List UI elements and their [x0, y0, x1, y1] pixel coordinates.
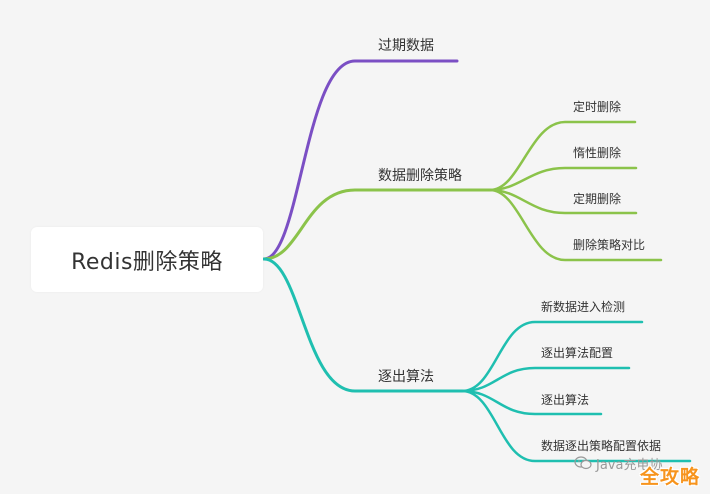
- leaf-label-timed-delete[interactable]: 定时删除: [573, 100, 622, 114]
- branch-label-delete-strategy[interactable]: 数据删除策略: [378, 168, 462, 184]
- leaf-line-eviction-algorithm: [460, 389, 603, 416]
- watermark: Java充电协: [574, 453, 662, 473]
- leaf-label-strategy-compare[interactable]: 删除策略对比: [573, 238, 646, 252]
- leaf-line-eviction-config: [460, 366, 631, 393]
- leaf-label-eviction-algorithm[interactable]: 逐出算法: [541, 393, 590, 407]
- leaf-label-periodic-delete[interactable]: 定期删除: [573, 192, 622, 206]
- root-node-label: Redis删除策略: [71, 249, 223, 275]
- leaf-line-lazy-delete: [488, 166, 638, 192]
- leaf-label-new-data-check[interactable]: 新数据进入检测: [541, 300, 626, 314]
- leaf-line-strategy-compare: [488, 188, 663, 262]
- wechat-icon: [574, 456, 592, 470]
- leaf-label-eviction-config[interactable]: 逐出算法配置: [541, 346, 614, 360]
- leaf-line-timed-delete: [488, 120, 637, 192]
- watermark-text: Java充电协: [596, 457, 663, 473]
- leaf-label-eviction-policy-basis[interactable]: 数据逐出策略配置依据: [541, 439, 662, 453]
- leaf-line-periodic-delete: [488, 188, 638, 215]
- leaf-line-new-data-check: [460, 320, 644, 393]
- leaf-label-lazy-delete[interactable]: 惰性删除: [573, 146, 622, 160]
- branch-label-expired-data[interactable]: 过期数据: [378, 38, 434, 54]
- brand-logo: 全攻略: [640, 466, 701, 488]
- branch-line-eviction: [262, 257, 464, 393]
- root-node[interactable]: Redis删除策略: [31, 227, 263, 292]
- branch-line-delete-strategy: [262, 188, 492, 261]
- branch-label-eviction[interactable]: 逐出算法: [378, 369, 434, 385]
- leaf-line-eviction-policy-basis: [460, 389, 692, 463]
- branch-line-expired-data: [262, 59, 459, 261]
